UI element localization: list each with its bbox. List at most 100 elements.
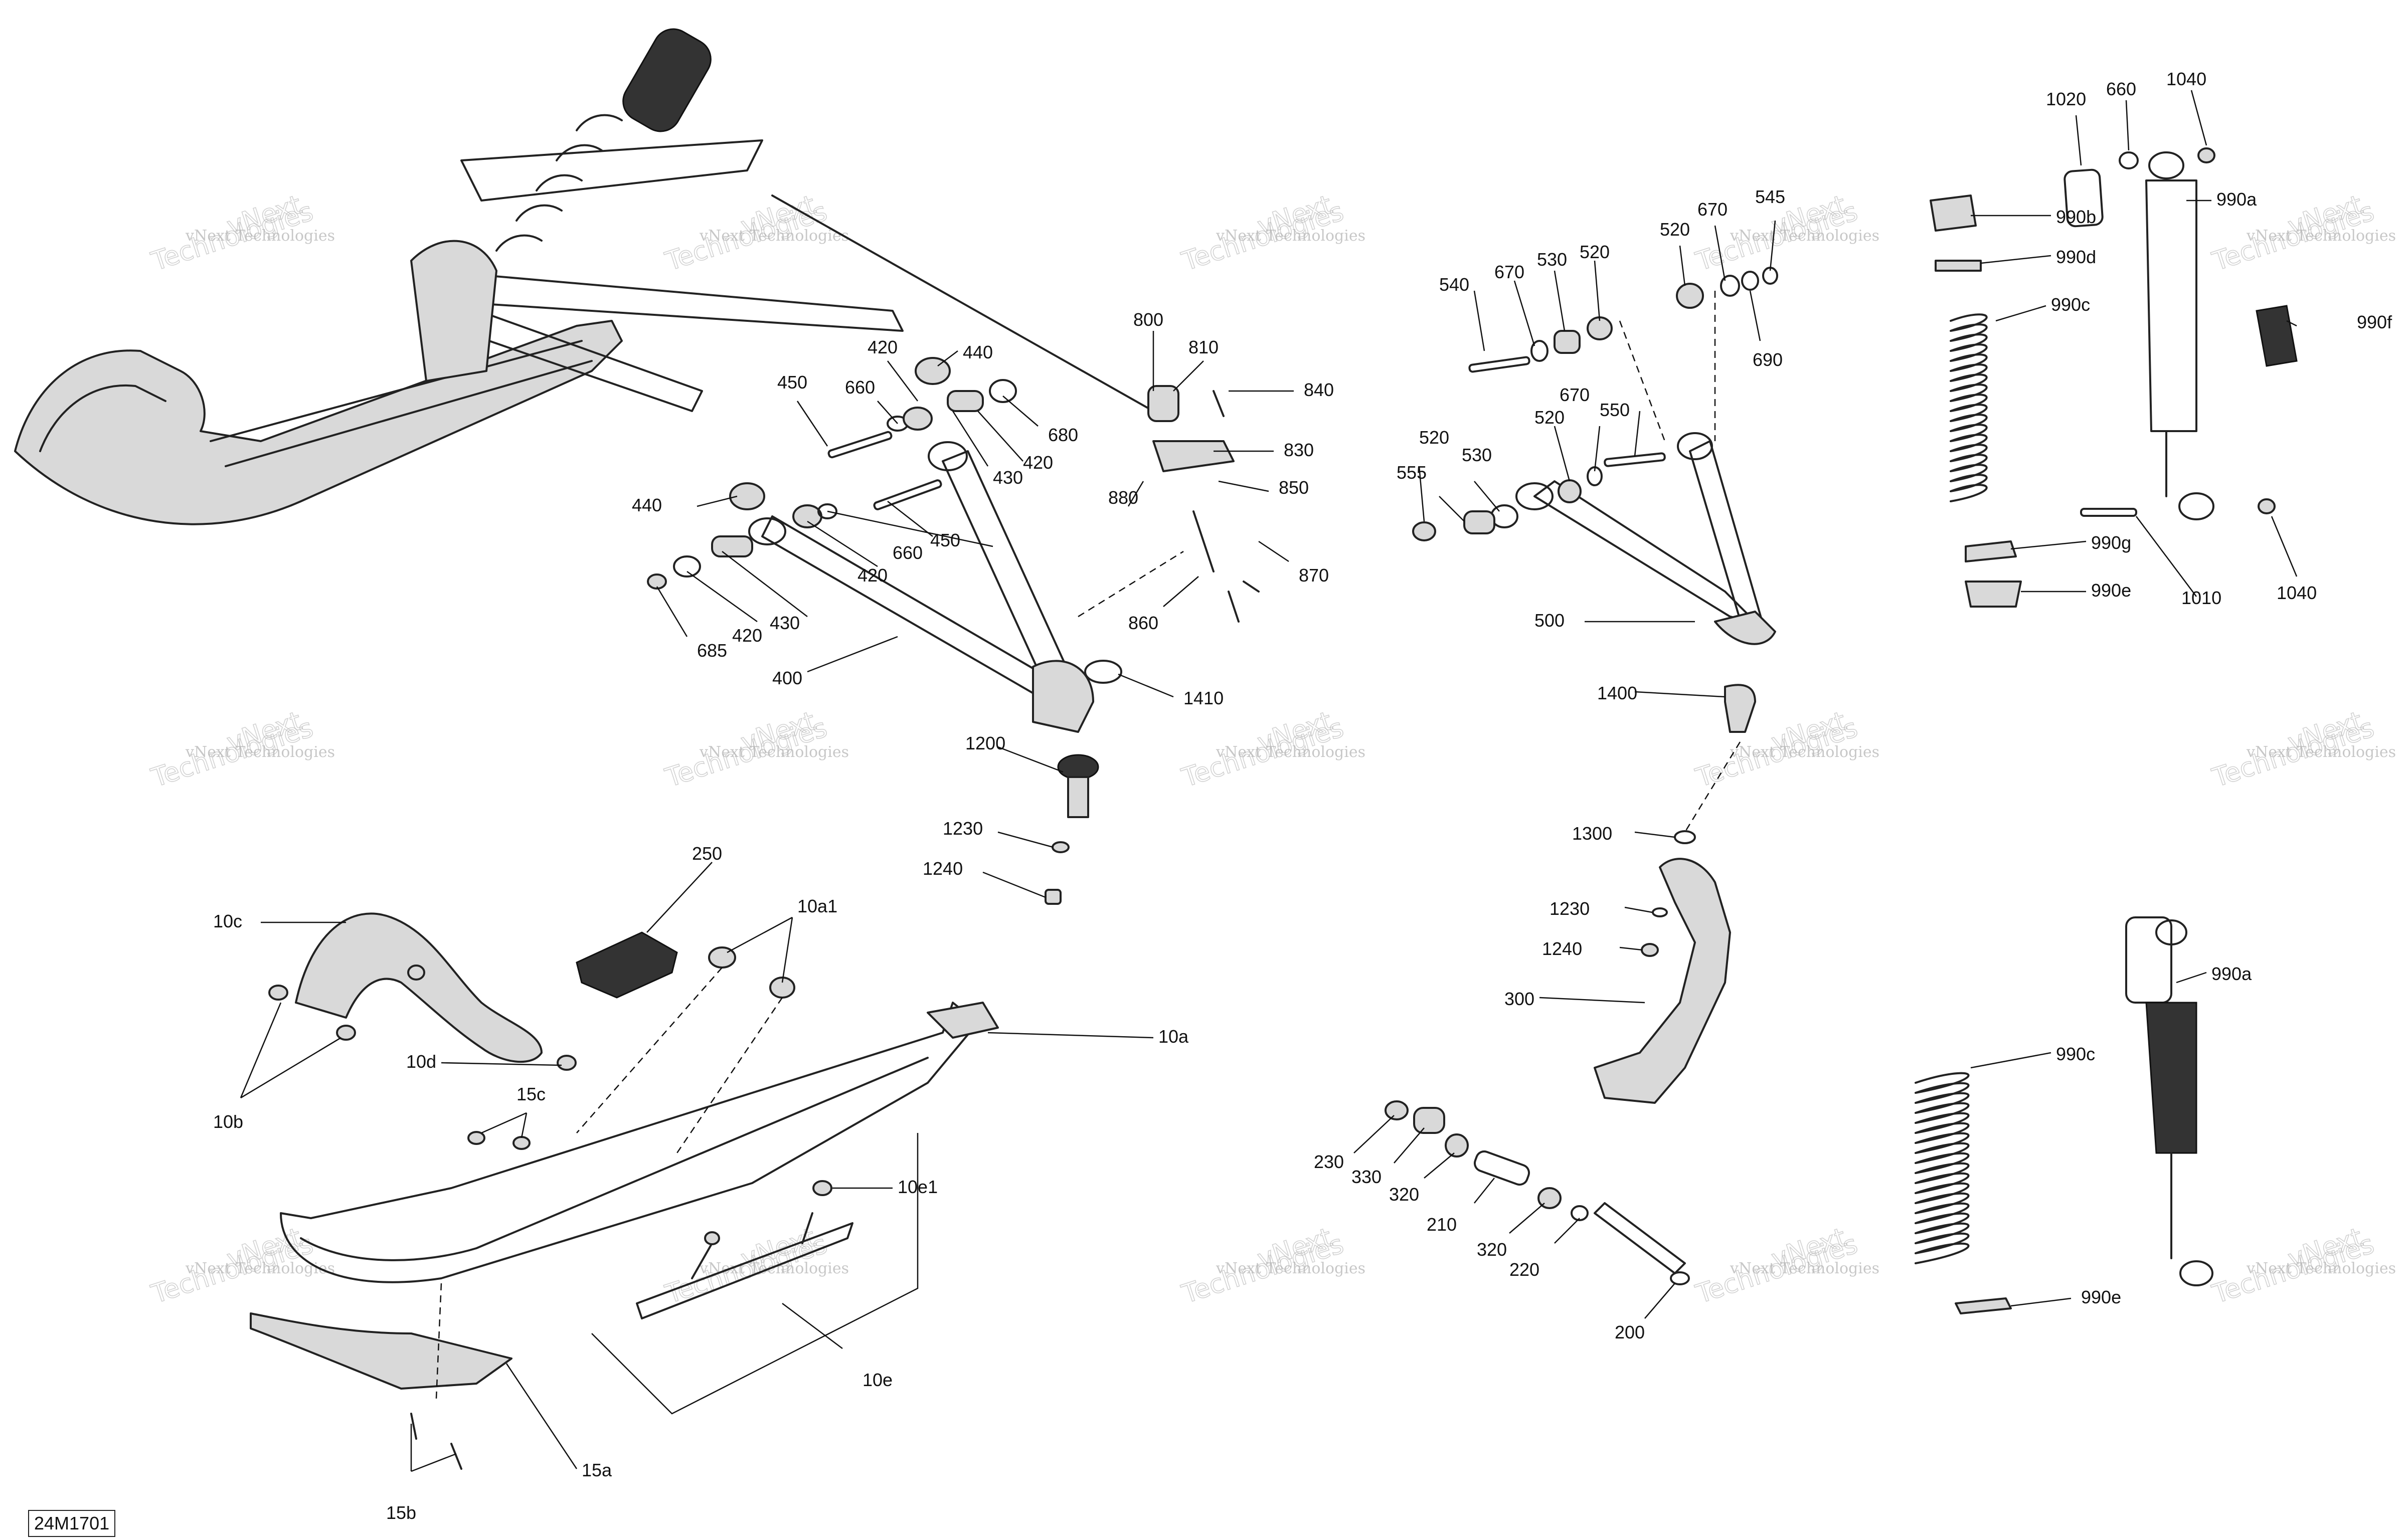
callout-850: 850 <box>1279 477 1309 498</box>
right-a-arm-assembly <box>1385 267 1778 1285</box>
watermark-text: vNext Technologies <box>2246 1260 2396 1277</box>
callout-440: 440 <box>632 495 662 515</box>
watermark: vNext Technologies vNext Technologies <box>1692 706 1879 794</box>
watermark-text: vNext Technologies <box>1216 1260 1365 1277</box>
watermark: vNext Technologies vNext Technologies <box>661 706 849 794</box>
watermark: vNext Technologies vNext Technologies <box>2208 1222 2396 1310</box>
callout-250: 250 <box>692 843 722 864</box>
ski-exploded-assembly <box>250 912 999 1470</box>
callout-520: 520 <box>1660 219 1690 240</box>
watermark-text: vNext Technologies <box>1730 743 1879 761</box>
watermark: vNext Technologies vNext Technologies <box>1692 1222 1879 1310</box>
callout-800: 800 <box>1133 309 1163 330</box>
callout-990d: 990d <box>2056 247 2096 267</box>
callout-320: 320 <box>1477 1239 1507 1260</box>
watermark: vNext Technologies vNext Technologies <box>147 1222 335 1310</box>
left-a-arm-assembly <box>647 357 1260 905</box>
retaining-ring <box>1084 660 1122 684</box>
callout-1240: 1240 <box>1542 938 1582 959</box>
callout-10e: 10e <box>863 1370 893 1390</box>
callout-420: 420 <box>868 337 898 357</box>
watermark: vNext Technologies vNext Technologies <box>661 189 849 278</box>
watermark: vNext Technologies vNext Technologies <box>1178 1222 1365 1310</box>
part-callouts: 800 810 840 830 850 870 860 880 450 660 … <box>213 69 2392 1523</box>
callout-990c: 990c <box>2051 294 2090 315</box>
callout-670: 670 <box>1697 199 1728 220</box>
callout-690: 690 <box>1753 349 1783 370</box>
callout-1230: 1230 <box>943 818 983 839</box>
callout-1200: 1200 <box>965 733 1005 753</box>
callout-550: 550 <box>1600 400 1630 420</box>
callout-680: 680 <box>1048 425 1078 445</box>
callout-990a: 990a <box>2216 189 2257 210</box>
callout-1400: 1400 <box>1597 683 1637 703</box>
callout-660: 660 <box>893 542 923 563</box>
callout-300: 300 <box>1504 989 1534 1009</box>
callout-545: 545 <box>1755 186 1785 207</box>
callout-840: 840 <box>1304 379 1334 400</box>
callout-1410: 1410 <box>1183 688 1224 708</box>
callout-450: 450 <box>777 372 807 393</box>
callout-15a: 15a <box>582 1460 612 1480</box>
callout-200: 200 <box>1615 1322 1645 1342</box>
diagram-id-label: 24M1701 <box>28 1510 116 1537</box>
callout-520: 520 <box>1580 242 1610 262</box>
callout-1230: 1230 <box>1550 898 1590 919</box>
watermark: vNext Technologies vNext Technologies <box>2208 706 2396 794</box>
watermark-text: vNext Technologies <box>185 227 335 245</box>
watermark-text: vNext Technologies <box>1216 227 1365 245</box>
shock-spring-assembly <box>1915 147 2298 1314</box>
callout-520: 520 <box>1534 407 1565 428</box>
callout-450: 450 <box>930 530 960 550</box>
callout-420: 420 <box>732 625 762 646</box>
callout-990e: 990e <box>2081 1287 2121 1307</box>
callout-990b: 990b <box>2056 207 2096 227</box>
callout-990a: 990a <box>2211 964 2252 984</box>
callout-1020: 1020 <box>2046 89 2086 109</box>
callout-530: 530 <box>1462 445 1492 465</box>
callout-430: 430 <box>770 613 800 633</box>
watermark-text: vNext Technologies <box>2246 743 2396 761</box>
callout-860: 860 <box>1128 613 1158 633</box>
watermark-text: vNext Technologies <box>1216 743 1365 761</box>
callout-10c: 10c <box>213 911 242 931</box>
watermark-text: vNext Technologies <box>1730 227 1879 245</box>
callout-10b: 10b <box>213 1111 243 1132</box>
callout-660: 660 <box>845 377 875 398</box>
callout-990g: 990g <box>2091 532 2131 553</box>
callout-15c: 15c <box>517 1084 546 1104</box>
callout-1010: 1010 <box>2181 588 2221 608</box>
callout-10a1: 10a1 <box>797 896 837 916</box>
callout-660: 660 <box>2106 79 2136 99</box>
callout-420: 420 <box>1023 452 1053 473</box>
callout-670: 670 <box>1494 262 1524 282</box>
callout-880: 880 <box>1108 487 1138 508</box>
callout-685: 685 <box>697 640 727 661</box>
watermark: vNext Technologies vNext Technologies <box>147 189 335 278</box>
callout-500: 500 <box>1534 610 1565 631</box>
watermark: vNext Technologies vNext Technologies <box>147 706 335 794</box>
callout-1300: 1300 <box>1572 823 1612 844</box>
watermark-text: vNext Technologies <box>699 743 849 761</box>
callout-330: 330 <box>1351 1167 1382 1187</box>
callout-990e: 990e <box>2091 580 2131 601</box>
callout-440: 440 <box>963 342 993 362</box>
watermark: vNext Technologies vNext Technologies <box>1178 189 1365 278</box>
watermark-text: vNext Technologies <box>185 743 335 761</box>
callout-10d: 10d <box>406 1051 436 1072</box>
callout-990f: 990f <box>2357 312 2392 332</box>
callout-1040: 1040 <box>2277 583 2317 603</box>
assembled-suspension-illustration <box>14 28 1154 525</box>
callout-830: 830 <box>1284 440 1314 460</box>
callout-10e1: 10e1 <box>898 1177 938 1197</box>
callout-530: 530 <box>1537 249 1567 270</box>
callout-670: 670 <box>1560 384 1590 405</box>
watermark-text: vNext Technologies <box>1730 1260 1879 1277</box>
callout-230: 230 <box>1314 1151 1344 1172</box>
callout-430: 430 <box>993 467 1023 488</box>
callout-220: 220 <box>1509 1259 1539 1280</box>
callout-990c: 990c <box>2056 1044 2095 1064</box>
callout-555: 555 <box>1397 462 1427 483</box>
callout-15b: 15b <box>386 1502 416 1523</box>
